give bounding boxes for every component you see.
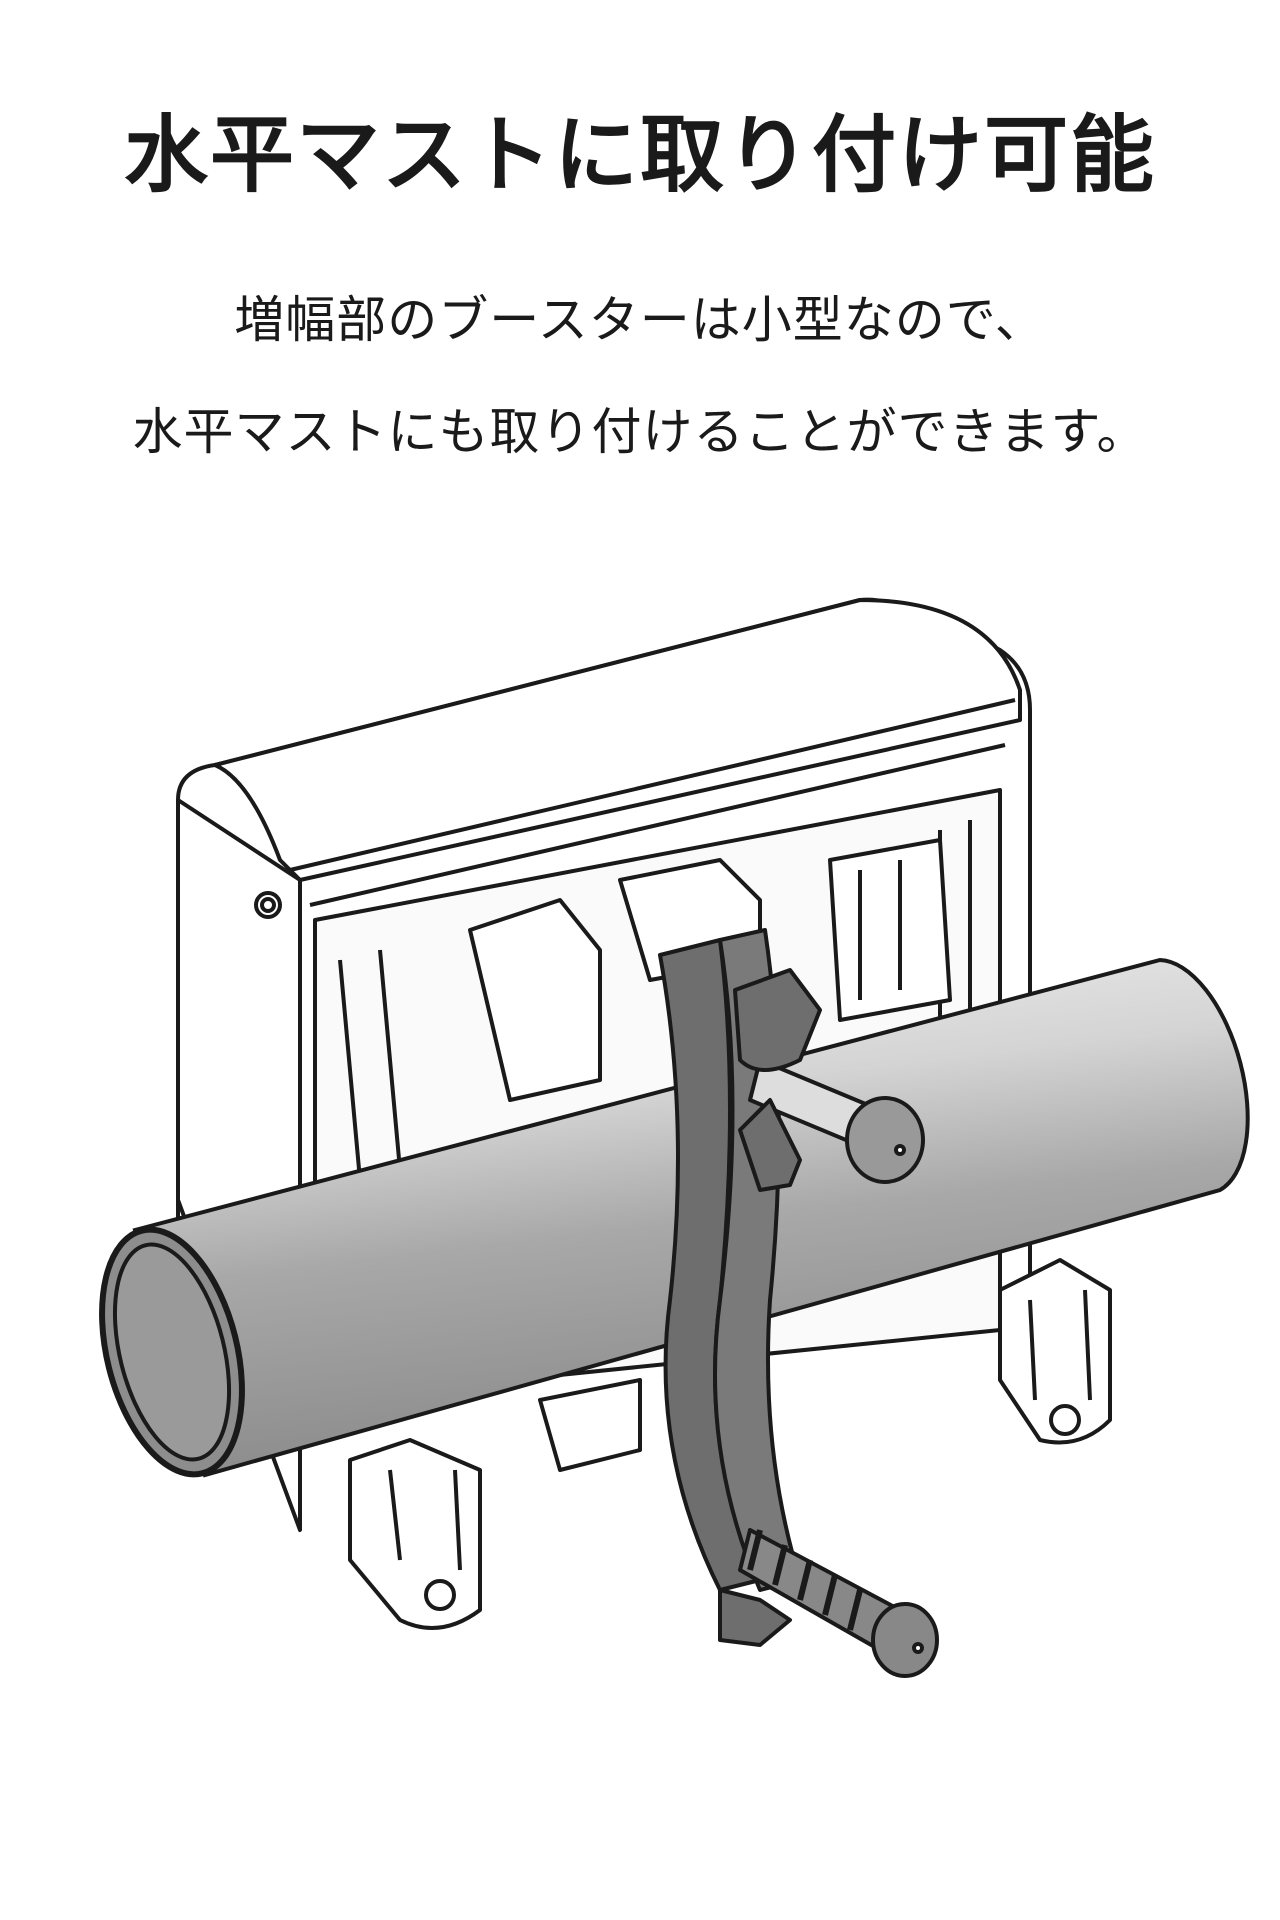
mast-clamp [658,928,939,1678]
page-heading: 水平マストに取り付け可能 [123,106,1156,204]
wing-nut-icon [733,968,822,1072]
description-line-1: 増幅部のブースターは小型なので、 [234,291,1046,349]
description-line-2: 水平マストにも取り付けることができます。 [132,403,1148,461]
